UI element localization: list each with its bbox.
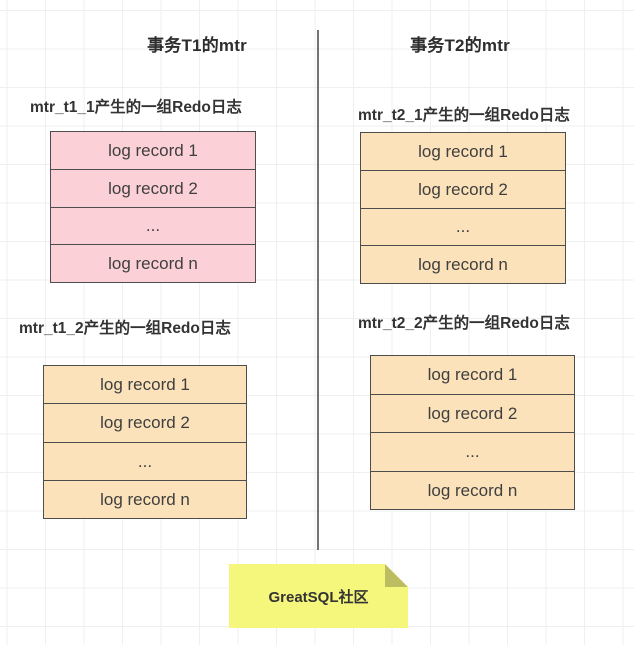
log-record-row: log record n bbox=[361, 245, 565, 283]
log-record-row-ellipsis: ... bbox=[371, 432, 574, 471]
log-table-mtr-t2-2: log record 1 log record 2 ... log record… bbox=[370, 355, 575, 510]
column-title-t2: 事务T2的mtr bbox=[410, 36, 510, 55]
log-record-row: log record n bbox=[371, 470, 574, 510]
group-label-mtr-t2-2: mtr_t2_2产生的一组Redo日志 bbox=[358, 315, 570, 332]
log-record-row-ellipsis: ... bbox=[44, 441, 246, 480]
sticky-note-label: GreatSQL社区 bbox=[268, 588, 369, 606]
log-record-row-ellipsis: ... bbox=[361, 207, 565, 246]
log-record-row: log record 1 bbox=[100, 375, 190, 395]
log-record-row: log record 2 bbox=[44, 403, 246, 441]
log-table-mtr-t1-2: log record 1 log record 2 ... log record… bbox=[43, 365, 247, 519]
log-record-row: log record n bbox=[51, 244, 255, 282]
column-title-t1: 事务T1的mtr bbox=[147, 36, 247, 55]
log-record-row: log record 1 bbox=[427, 365, 518, 385]
log-table-mtr-t1-1: log record 1 log record 2 ... log record… bbox=[50, 131, 256, 283]
group-label-mtr-t2-1: mtr_t2_1产生的一组Redo日志 bbox=[358, 107, 570, 124]
log-record-row: log record 2 bbox=[361, 169, 565, 208]
log-record-row: log record n bbox=[44, 479, 246, 518]
note-fold-corner-icon bbox=[385, 564, 408, 587]
log-record-row-ellipsis: ... bbox=[51, 206, 255, 245]
sticky-note: GreatSQL社区 bbox=[229, 564, 408, 628]
log-record-row: log record 1 bbox=[418, 141, 508, 161]
log-record-row: log record 2 bbox=[371, 393, 574, 433]
group-label-mtr-t1-1: mtr_t1_1产生的一组Redo日志 bbox=[30, 99, 242, 116]
column-divider-line bbox=[317, 30, 319, 550]
log-table-mtr-t2-1: log record 1 log record 2 ... log record… bbox=[360, 132, 566, 284]
group-label-mtr-t1-2: mtr_t1_2产生的一组Redo日志 bbox=[19, 320, 231, 337]
log-record-row: log record 2 bbox=[51, 168, 255, 207]
log-record-row: log record 1 bbox=[108, 140, 198, 160]
